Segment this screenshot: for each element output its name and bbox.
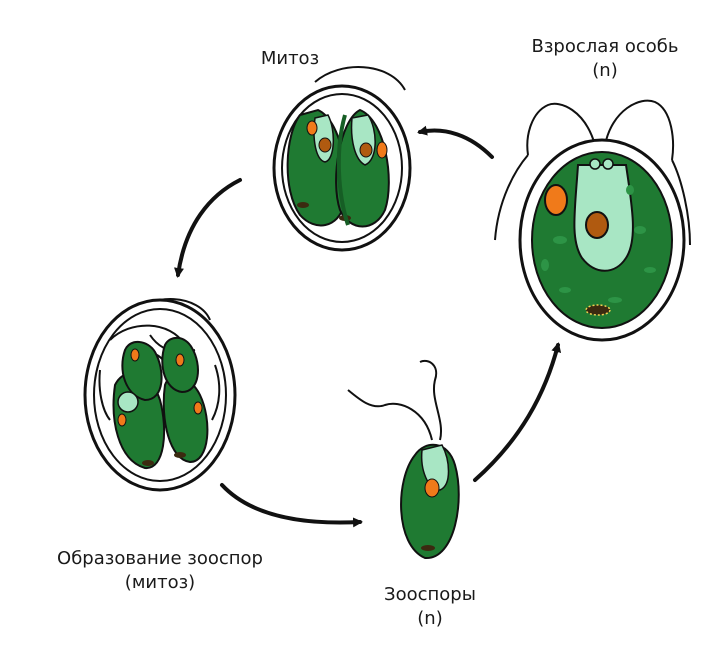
arrow-mitosis-to-formation: [174, 178, 242, 278]
zoospores-title: Зооспоры: [384, 584, 476, 605]
zoospore-formation-title: Образование зооспор: [57, 548, 263, 569]
label-zoospore-formation: Образование зооспор (митоз): [25, 547, 295, 595]
label-mitosis: Митоз: [240, 47, 340, 71]
adult-title: Взрослая особь: [531, 36, 679, 57]
adult-cell-illustration: [494, 99, 691, 342]
cycle-arrows: [174, 125, 562, 528]
zoospore-illustration: [347, 360, 460, 560]
arrow-formation-to-zoospore: [220, 483, 363, 528]
arrow-adult-to-mitosis: [417, 125, 494, 159]
mitosis-title: Митоз: [260, 48, 320, 69]
zoospores-ploidy: (n): [417, 608, 443, 629]
zoospore-formation-cell-illustration: [83, 298, 237, 492]
mitosis-cell-illustration: [272, 66, 412, 252]
label-zoospores: Зооспоры (n): [370, 583, 490, 631]
arrow-zoospore-to-adult: [473, 342, 562, 482]
label-adult: Взрослая особь (n): [505, 35, 705, 83]
zoospore-formation-note: (митоз): [124, 572, 196, 593]
adult-ploidy: (n): [592, 60, 618, 81]
